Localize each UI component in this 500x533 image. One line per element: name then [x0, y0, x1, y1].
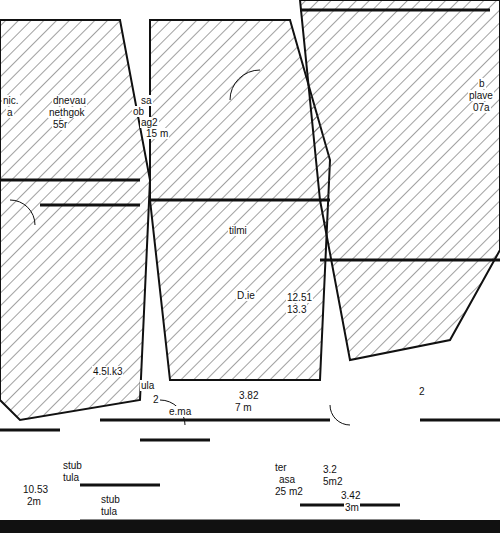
- room-label: nic.: [2, 95, 20, 106]
- room-label: ter: [274, 462, 288, 473]
- room-label: 3.2: [322, 464, 338, 475]
- room-label: tula: [62, 472, 80, 483]
- room-label: 25 m2: [274, 486, 304, 497]
- room-label: tula: [100, 506, 118, 517]
- room-label: b: [478, 78, 486, 89]
- room-label: 2m: [26, 496, 42, 507]
- room-label: plave: [468, 90, 494, 101]
- room-label: D.ie: [236, 290, 256, 301]
- room-label: 7 m: [234, 402, 253, 413]
- room-label: stub: [62, 460, 83, 471]
- room-label: 10.53: [22, 484, 49, 495]
- room-label: ula: [140, 380, 155, 391]
- room-label: 2: [418, 386, 426, 397]
- room-label: asa: [278, 474, 296, 485]
- room-label: nethgok: [48, 107, 86, 118]
- room-label: dnevau: [52, 95, 87, 106]
- room-label: 15 m: [145, 128, 169, 139]
- room-label: 2: [152, 394, 160, 405]
- room-label: 13.3: [286, 304, 307, 315]
- room-label: a: [6, 107, 14, 118]
- room-label: stub: [100, 494, 121, 505]
- room-label: 3.42: [340, 490, 361, 501]
- room-label: 12.51: [286, 292, 313, 303]
- room-label: ob: [132, 106, 145, 117]
- room-label: 07a: [472, 102, 491, 113]
- room-label: 3.82: [238, 390, 259, 401]
- room-label: 3m: [344, 502, 360, 513]
- room-label: 5m2: [322, 476, 343, 487]
- room-label: e.ma: [168, 406, 192, 417]
- room-label: ag2: [140, 117, 159, 128]
- room-label: 55r: [52, 119, 68, 130]
- room-label: sa: [140, 95, 153, 106]
- room-label: tilmi: [228, 225, 248, 236]
- room-label: 4.5l.k3: [92, 366, 123, 377]
